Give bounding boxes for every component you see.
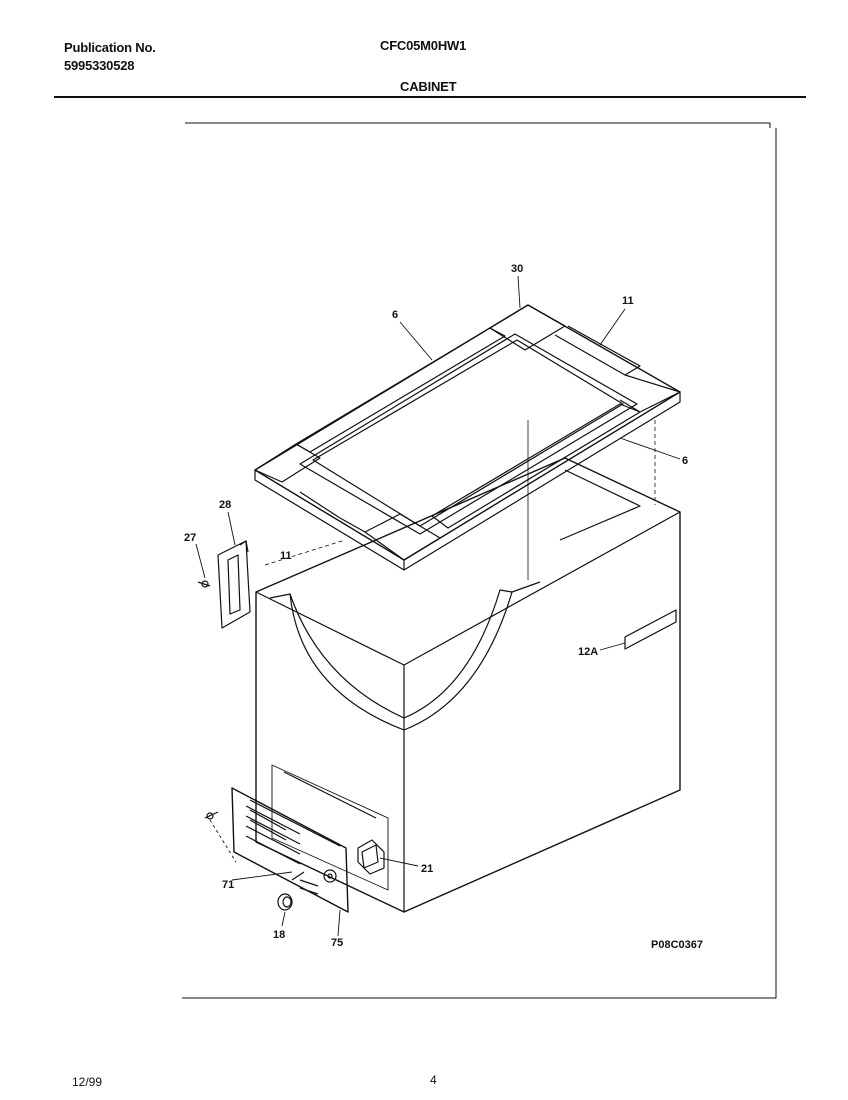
- header-rule: [54, 96, 806, 98]
- page-number: 4: [430, 1073, 437, 1087]
- section-title: CABINET: [400, 79, 457, 94]
- rear-grille: [231, 787, 349, 913]
- cabinet-body: [255, 420, 681, 913]
- plug-button: [277, 893, 293, 911]
- callout-30: 30: [511, 263, 523, 275]
- model-number: CFC05M0HW1: [380, 38, 467, 53]
- publication-label: Publication No.: [64, 40, 156, 55]
- callout-18: 18: [273, 929, 285, 941]
- footer-date: 12/99: [72, 1075, 103, 1089]
- callout-12a: 12A: [578, 646, 598, 658]
- drawing-code: P08C0367: [651, 939, 703, 951]
- breaker-strip-assembly: [254, 304, 681, 571]
- callout-6-top: 6: [392, 309, 398, 321]
- hinge-bracket: [197, 540, 251, 629]
- diagram-frame: [182, 122, 777, 999]
- callout-21: 21: [421, 863, 433, 875]
- thermostat: [357, 839, 385, 875]
- callout-71: 71: [222, 879, 234, 891]
- callout-27: 27: [184, 532, 196, 544]
- callout-11-left: 11: [280, 550, 292, 562]
- screws: [204, 811, 305, 881]
- callout-28: 28: [219, 499, 231, 511]
- callout-6-right: 6: [682, 455, 688, 467]
- callout-11-top: 11: [622, 295, 634, 307]
- leader-lines: [195, 275, 681, 937]
- label-plate: [624, 609, 677, 650]
- callout-75: 75: [331, 937, 343, 949]
- publication-number: 5995330528: [64, 58, 135, 73]
